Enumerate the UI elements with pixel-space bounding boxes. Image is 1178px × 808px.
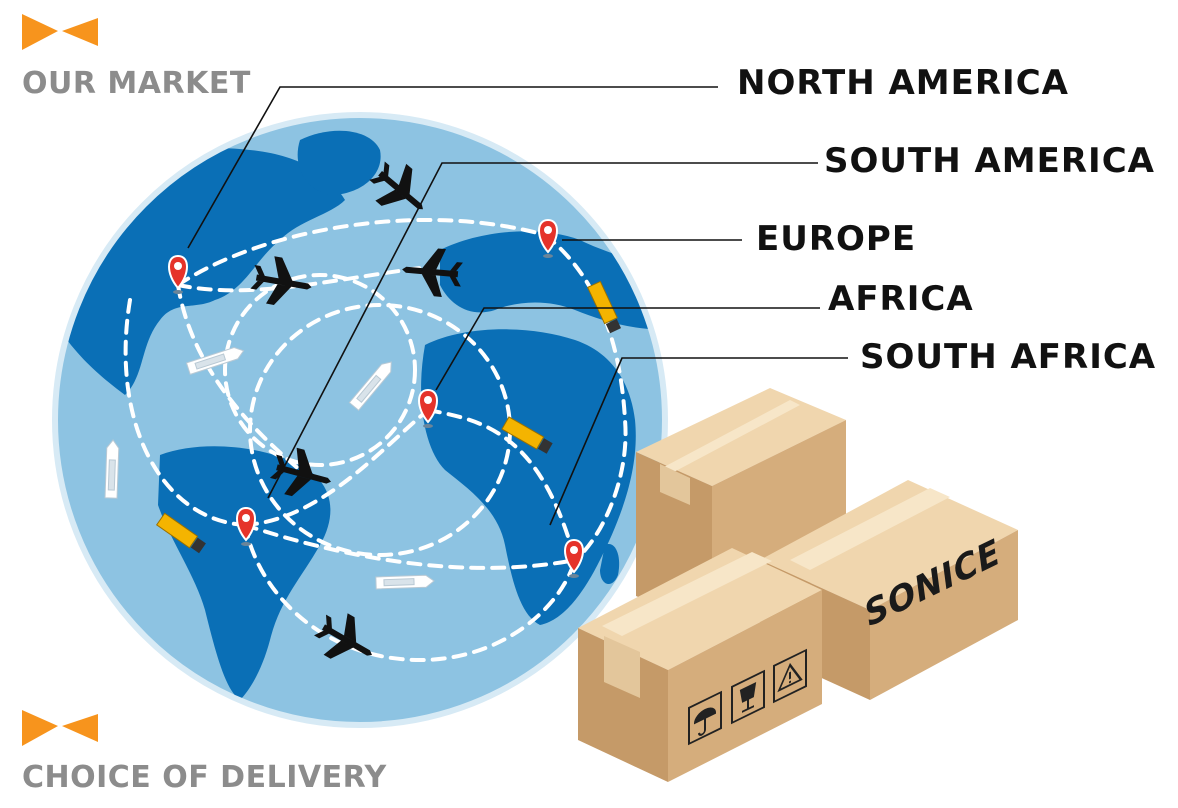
region-label-south-america: SOUTH AMERICA	[824, 141, 1155, 181]
box-front	[578, 548, 822, 782]
fragile-glass-icon	[731, 669, 765, 725]
airplane-icon-4	[269, 447, 331, 497]
landmass-greenland	[297, 130, 381, 195]
leader-line-south-africa	[549, 357, 848, 526]
section-title-choice-of-delivery: CHOICE OF DELIVERY	[22, 760, 387, 795]
location-pin-icon-north-america	[168, 254, 188, 294]
ship-icon-3	[104, 439, 120, 499]
truck-icon-1	[587, 280, 622, 334]
landmass-south-america	[158, 446, 331, 700]
landmass-madagascar	[600, 544, 620, 585]
region-label-south-africa: SOUTH AFRICA	[860, 337, 1157, 377]
box-right	[760, 480, 1018, 700]
location-pin-icon-europe	[538, 218, 558, 258]
section-title-our-market: OUR MARKET	[22, 66, 251, 101]
location-pin-icon-south-america	[236, 506, 256, 546]
leader-line-africa	[435, 307, 820, 391]
leader-line-south-america	[267, 162, 818, 499]
truck-icon-2	[501, 416, 553, 454]
truck-icon-3	[155, 512, 206, 554]
airplane-icon-5	[314, 613, 372, 659]
location-pin-icon-south-africa	[564, 538, 584, 578]
location-pin-icon-africa	[418, 388, 438, 428]
ship-icon-1	[185, 346, 245, 375]
leader-line-north-america	[187, 86, 718, 249]
airplane-icon-2	[250, 256, 312, 305]
landmass-europe	[440, 231, 665, 330]
umbrella-icon	[688, 690, 722, 746]
ship-icon-2	[348, 361, 392, 412]
region-label-africa: AFRICA	[828, 279, 974, 319]
airplane-icon-1	[369, 161, 423, 210]
region-label-europe: EUROPE	[756, 219, 917, 259]
airplane-icon-3	[402, 248, 463, 297]
ship-icon-4	[375, 574, 435, 590]
region-label-north-america: NORTH AMERICA	[737, 63, 1069, 103]
warning-icon	[773, 648, 807, 704]
